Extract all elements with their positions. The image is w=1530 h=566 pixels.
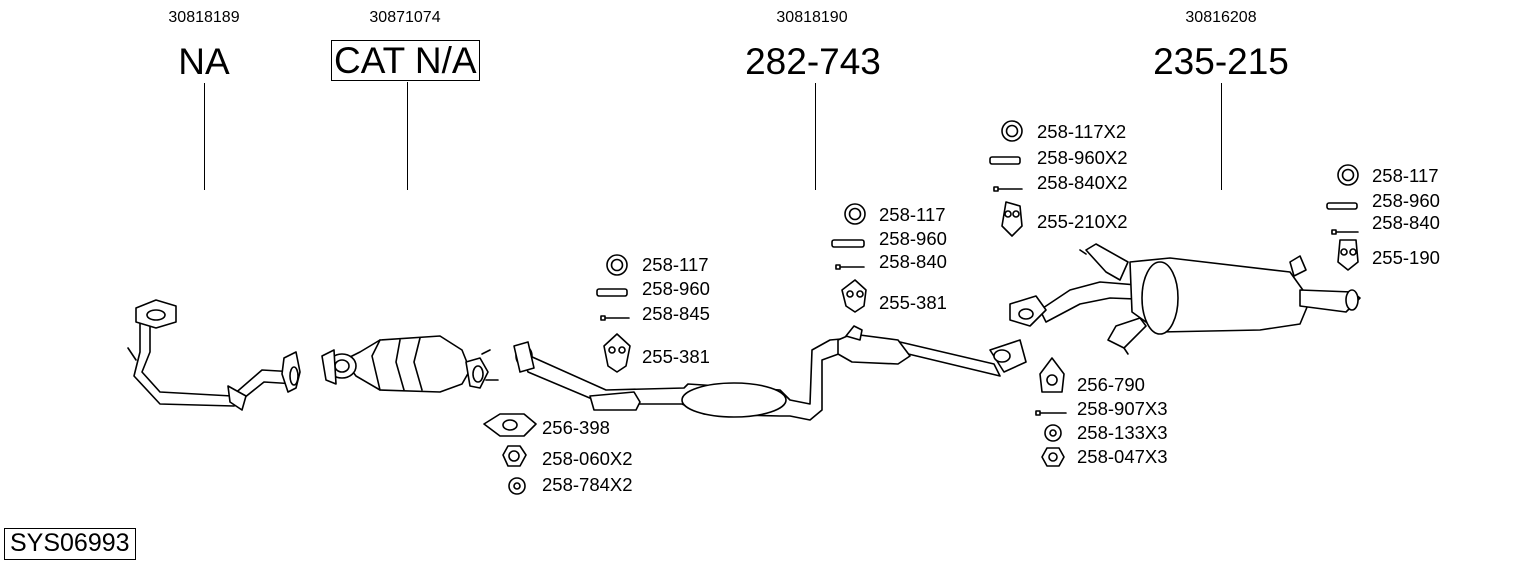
bolt-icon [600,315,630,321]
leader-line [1221,83,1222,190]
washer-icon [508,477,526,495]
fitting-label: 255-381 [642,346,710,367]
fitting-label: 256-790 [1077,374,1145,395]
sleeve-icon [1326,202,1358,210]
oem-number: 30816208 [1185,9,1257,26]
fitting-label: 258-117X2 [1037,121,1127,142]
fitting-label: 258-117 [879,204,946,225]
bolt-icon [993,186,1023,192]
fitting-label: 258-784X2 [542,474,633,495]
ring-clamp-icon [1337,164,1359,186]
gasket-icon [1039,357,1065,393]
ring-clamp-icon [844,203,866,225]
fitting-label: 258-840X2 [1037,172,1128,193]
fitting-label: 258-117 [642,254,709,275]
bolt-icon [1331,229,1359,235]
fitting-label: 255-381 [879,292,947,313]
oem-number: 30871074 [369,9,441,26]
rubber-hanger-icon [841,279,867,313]
fitting-label: 255-210X2 [1037,211,1128,232]
nut-icon [1041,447,1065,467]
ring-clamp-icon [606,254,628,276]
fitting-label: 258-960 [879,228,947,249]
fitting-label: 258-907X3 [1077,398,1168,419]
bolt-icon [835,264,865,270]
fitting-label: 258-047X3 [1077,446,1168,467]
fitting-label: 258-960 [642,278,710,299]
middle-pipe [513,325,1027,421]
leader-line [204,83,205,190]
fitting-label: 258-840 [1372,212,1440,233]
leader-line [407,82,408,190]
part-number: NA [178,41,230,82]
sleeve-icon [831,239,865,248]
rubber-hanger-icon [1337,239,1359,271]
fitting-label: 258-845 [642,303,710,324]
fitting-label: 258-060X2 [542,448,633,469]
sleeve-icon [989,156,1021,165]
sleeve-icon [596,288,628,297]
gasket-icon [483,413,537,437]
system-code: SYS06993 [4,528,136,560]
part-number: 235-215 [1153,41,1289,82]
oem-number: 30818190 [776,9,848,26]
nut-icon [502,445,527,467]
front-pipe [127,299,301,411]
catalytic-converter [321,335,499,393]
fitting-label: 258-117 [1372,165,1439,186]
rubber-hanger-icon [603,333,631,373]
rubber-hanger-icon [1001,201,1023,237]
fitting-label: 258-960X2 [1037,147,1128,168]
fitting-label: 256-398 [542,417,610,438]
ring-clamp-icon [1001,120,1023,142]
fitting-label: 258-840 [879,251,947,272]
part-number: 282-743 [745,41,881,82]
oem-number: 30818189 [168,9,240,26]
leader-line [815,83,816,190]
fitting-label: 258-960 [1372,190,1440,211]
bolt-icon [1035,410,1067,416]
fitting-label: 258-133X3 [1077,422,1168,443]
part-number: CAT N/A [331,40,480,81]
washer-icon [1044,424,1062,442]
fitting-label: 255-190 [1372,247,1440,268]
rear-silencer [1009,243,1361,355]
